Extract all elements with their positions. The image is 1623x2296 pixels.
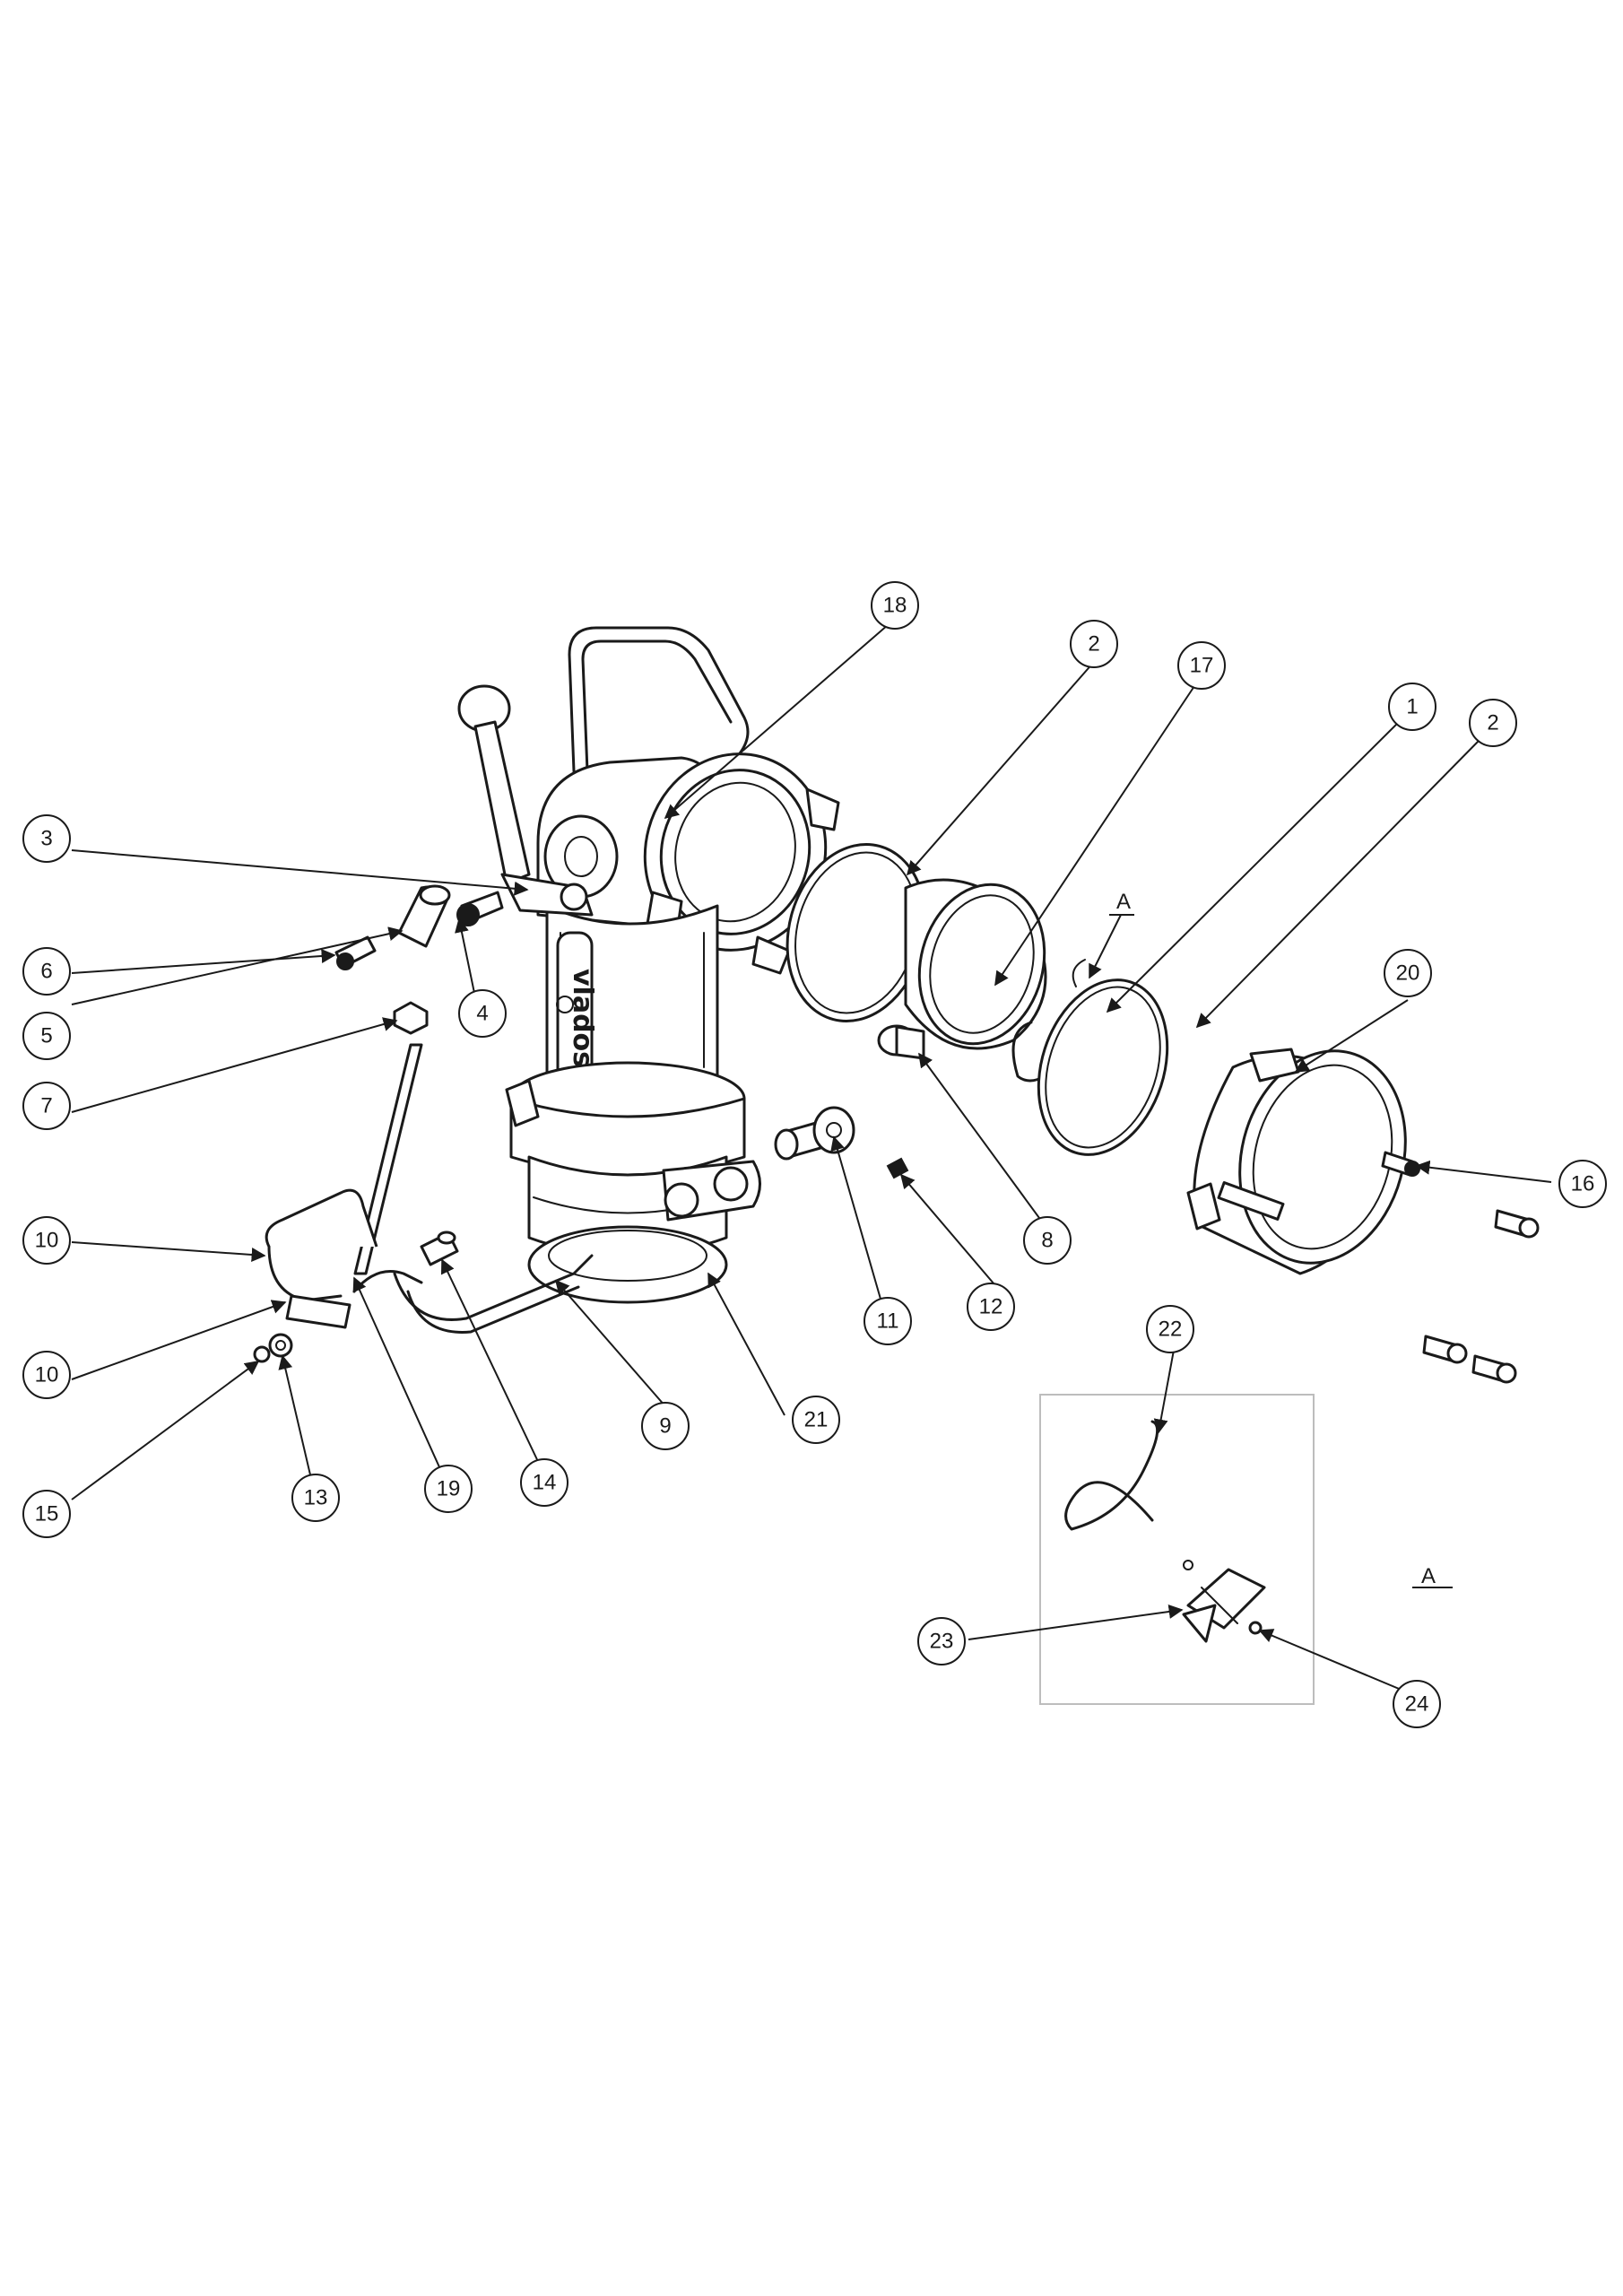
svg-text:12: 12 bbox=[979, 1295, 1003, 1319]
svg-text:2: 2 bbox=[1088, 632, 1099, 657]
svg-text:18: 18 bbox=[883, 594, 907, 618]
wire-spring bbox=[1064, 1420, 1159, 1531]
callout-17: 17 bbox=[1177, 641, 1226, 690]
callout-12: 12 bbox=[967, 1283, 1015, 1331]
svg-text:10: 10 bbox=[35, 1229, 59, 1253]
callout-8: 8 bbox=[1023, 1216, 1072, 1265]
svg-text:8: 8 bbox=[1041, 1229, 1053, 1253]
svg-text:13: 13 bbox=[304, 1486, 328, 1510]
svg-text:17: 17 bbox=[1190, 654, 1214, 678]
callout-20: 20 bbox=[1384, 949, 1432, 997]
washer bbox=[268, 1333, 293, 1358]
svg-text:9: 9 bbox=[659, 1414, 671, 1439]
base-ring bbox=[527, 1225, 728, 1304]
valve-body: vlados bbox=[505, 626, 840, 1304]
lever-arm bbox=[473, 720, 531, 885]
svg-text:23: 23 bbox=[930, 1630, 954, 1654]
svg-text:7: 7 bbox=[40, 1094, 52, 1118]
svg-text:20: 20 bbox=[1396, 961, 1420, 986]
callout-10b: 10 bbox=[22, 1351, 71, 1399]
spring bbox=[886, 1157, 909, 1179]
svg-text:5: 5 bbox=[40, 1024, 52, 1048]
callout-19: 19 bbox=[424, 1465, 473, 1513]
callout-14: 14 bbox=[520, 1458, 568, 1507]
svg-text:1: 1 bbox=[1406, 695, 1418, 719]
callout-21: 21 bbox=[792, 1396, 840, 1444]
svg-text:10: 10 bbox=[35, 1363, 59, 1387]
hex-nut bbox=[393, 1001, 429, 1035]
linkage-assembly bbox=[253, 1001, 594, 1363]
detail-label: A bbox=[1421, 1564, 1436, 1588]
callout-16: 16 bbox=[1558, 1160, 1607, 1208]
callout-22: 22 bbox=[1146, 1305, 1194, 1353]
callout-9: 9 bbox=[641, 1402, 690, 1450]
callout-2b: 2 bbox=[1469, 699, 1517, 747]
callout-13: 13 bbox=[291, 1474, 340, 1522]
mount-bracket bbox=[285, 1294, 352, 1329]
svg-text:4: 4 bbox=[476, 1002, 488, 1026]
svg-text:15: 15 bbox=[35, 1502, 59, 1526]
svg-text:6: 6 bbox=[40, 960, 52, 984]
callout-3: 3 bbox=[22, 814, 71, 863]
callout-18: 18 bbox=[871, 581, 919, 630]
leader-lines bbox=[71, 618, 1552, 1692]
callout-bubbles: 1 2 2 3 4 5 6 7 8 9 10 10 11 12 13 14 15… bbox=[22, 581, 1607, 1728]
inlet-coupling bbox=[1186, 1048, 1407, 1275]
svg-text:2: 2 bbox=[1487, 711, 1498, 735]
linkage-rod bbox=[353, 1043, 423, 1275]
callout-24: 24 bbox=[1393, 1680, 1441, 1728]
detail-frame bbox=[1039, 1394, 1315, 1705]
svg-text:22: 22 bbox=[1159, 1318, 1183, 1342]
svg-text:24: 24 bbox=[1405, 1692, 1429, 1717]
callout-11: 11 bbox=[864, 1297, 912, 1345]
callout-10a: 10 bbox=[22, 1216, 71, 1265]
callout-7: 7 bbox=[22, 1082, 71, 1130]
callout-6: 6 bbox=[22, 947, 71, 996]
svg-text:3: 3 bbox=[40, 827, 52, 851]
callout-2a: 2 bbox=[1070, 620, 1118, 668]
svg-text:19: 19 bbox=[437, 1477, 461, 1501]
svg-text:21: 21 bbox=[804, 1408, 829, 1432]
detail-view-a: A bbox=[1039, 1394, 1453, 1705]
callout-5: 5 bbox=[22, 1012, 71, 1060]
cap-screws bbox=[1381, 1151, 1540, 1384]
seal-ring-second bbox=[1037, 978, 1169, 1156]
svg-text:16: 16 bbox=[1571, 1172, 1595, 1196]
detail-screw bbox=[1248, 1621, 1263, 1635]
callout-15: 15 bbox=[22, 1490, 71, 1538]
carry-handle bbox=[568, 626, 750, 773]
screw bbox=[253, 1345, 271, 1363]
inline-components bbox=[774, 842, 1169, 1179]
svg-text:11: 11 bbox=[877, 1309, 899, 1334]
callout-4: 4 bbox=[458, 989, 507, 1038]
svg-text:14: 14 bbox=[533, 1471, 557, 1495]
pivot-hardware bbox=[334, 884, 504, 970]
callout-23: 23 bbox=[917, 1617, 966, 1665]
callout-1: 1 bbox=[1388, 683, 1436, 731]
brand-mark: vlados bbox=[567, 969, 598, 1067]
detail-callout-label: A bbox=[1116, 890, 1131, 914]
